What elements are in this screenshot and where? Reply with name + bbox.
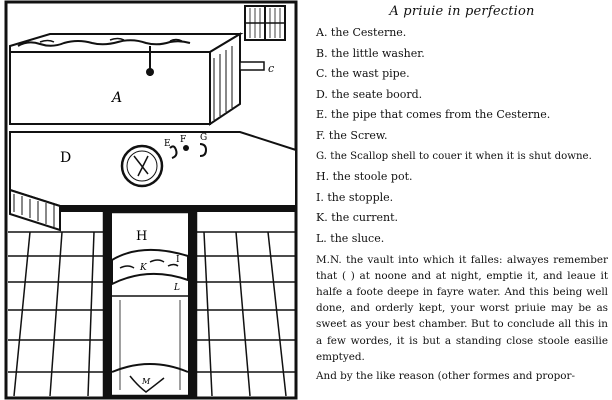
legend-item: I. the stopple. xyxy=(316,190,394,204)
seat-board xyxy=(9,131,297,232)
legend-item: E. the pipe that comes from the Cesterne… xyxy=(316,108,551,122)
label-G: G xyxy=(200,133,207,143)
legend-item: H. the stoole pot. xyxy=(316,170,413,184)
vault-paragraph: M.N. the vault into which it falles: alw… xyxy=(316,253,608,363)
privy-woodcut: A c D E F G xyxy=(4,0,298,400)
closing-paragraph: And by the like reason (other formes and… xyxy=(316,369,575,382)
cistern xyxy=(9,32,265,126)
window xyxy=(244,5,286,41)
legend-item: K. the current. xyxy=(316,211,398,225)
label-D: D xyxy=(60,150,71,166)
label-F: F xyxy=(180,135,186,145)
label-M: M xyxy=(141,377,151,386)
legend-item: L. the sluce. xyxy=(316,231,385,245)
legend-item: D. the seate boord. xyxy=(316,87,423,101)
text-column: A priuie in perfection A. the Cesterne. … xyxy=(316,4,608,384)
page-title: A priuie in perfection xyxy=(389,4,535,19)
label-L: L xyxy=(173,283,180,293)
label-C: c xyxy=(268,62,274,75)
legend-item: F. the Screw. xyxy=(316,128,388,142)
stool-pot-pipe xyxy=(102,210,198,398)
label-E: E xyxy=(164,139,171,149)
legend-list: A. the Cesterne. B. the little washer. C… xyxy=(316,23,608,250)
legend-item: G. the Scallop shell to couer it when it… xyxy=(316,150,592,162)
label-A: A xyxy=(110,90,122,106)
legend-item: A. the Cesterne. xyxy=(316,26,407,39)
label-I: I xyxy=(176,255,180,265)
legend-item: C. the wast pipe. xyxy=(316,67,410,81)
legend-item: B. the little washer. xyxy=(316,46,425,60)
label-K: K xyxy=(139,263,148,273)
label-H: H xyxy=(136,229,147,244)
